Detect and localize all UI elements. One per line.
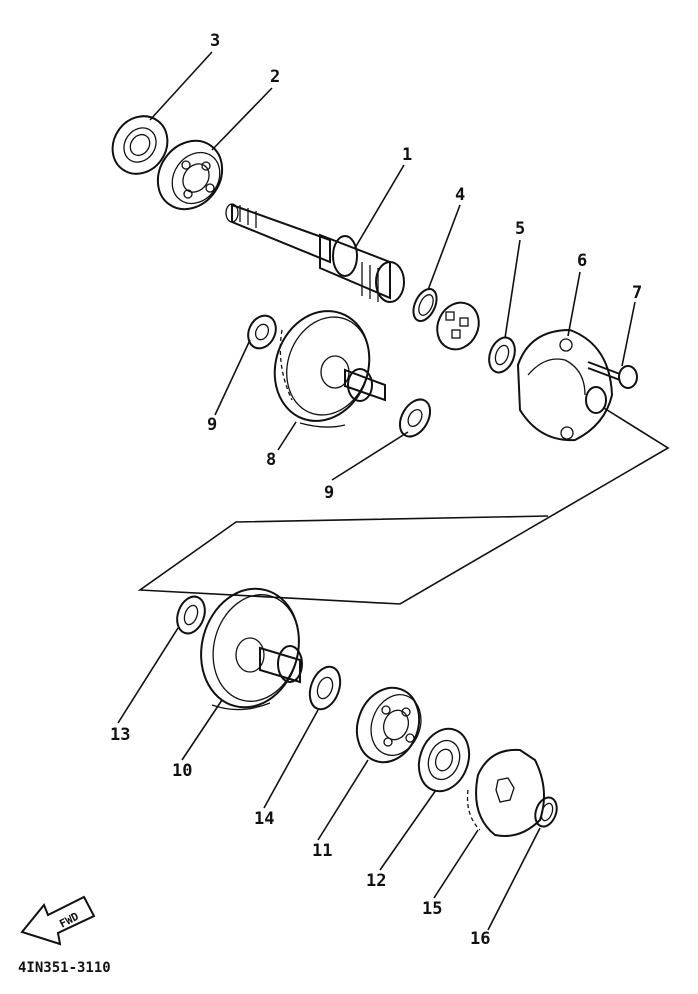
label-14: 14 bbox=[254, 809, 274, 829]
label-1: 1 bbox=[402, 145, 412, 165]
fwd-arrow-icon: FWD bbox=[20, 895, 96, 946]
part-8-idler-gear bbox=[273, 310, 386, 428]
part-2-bearing bbox=[156, 139, 224, 211]
label-8: 8 bbox=[266, 450, 276, 470]
label-16: 16 bbox=[470, 929, 490, 949]
part-10-output-gear bbox=[200, 587, 303, 711]
ratchet-gear bbox=[436, 301, 480, 351]
part-3-oil-seal bbox=[111, 115, 169, 175]
assembly-link-line bbox=[137, 407, 670, 605]
label-3: 3 bbox=[210, 31, 220, 51]
leader-lines bbox=[117, 51, 636, 931]
part-9-washer-upper bbox=[247, 314, 277, 350]
label-9-lower: 9 bbox=[324, 483, 334, 503]
label-4: 4 bbox=[455, 185, 465, 205]
label-11: 11 bbox=[312, 841, 332, 861]
part-4-circlip bbox=[412, 288, 438, 322]
fwd-badge-text: FWD bbox=[57, 910, 81, 931]
label-15: 15 bbox=[422, 899, 442, 919]
label-6: 6 bbox=[577, 251, 587, 271]
part-9-washer-lower bbox=[398, 398, 432, 438]
part-13-washer bbox=[176, 595, 206, 635]
part-11-bearing bbox=[355, 686, 422, 764]
part-12-oil-seal bbox=[417, 727, 471, 793]
part-7-bolt bbox=[587, 361, 638, 389]
part-6-housing-cover bbox=[516, 328, 614, 442]
part-number-labels: 3 2 1 4 5 6 7 9 8 9 13 10 14 11 12 15 16 bbox=[110, 31, 642, 949]
label-2: 2 bbox=[270, 67, 280, 87]
label-12: 12 bbox=[366, 871, 386, 891]
part-15-lock-plate bbox=[466, 748, 545, 837]
label-13: 13 bbox=[110, 725, 130, 745]
part-1-main-shaft bbox=[225, 203, 405, 303]
label-10: 10 bbox=[172, 761, 192, 781]
part-16-circlip bbox=[534, 796, 558, 828]
drawing-code: 4IN351-3110 bbox=[18, 960, 111, 976]
label-5: 5 bbox=[515, 219, 525, 239]
label-7: 7 bbox=[632, 283, 642, 303]
part-5-washer bbox=[488, 336, 516, 374]
label-9-upper: 9 bbox=[207, 415, 217, 435]
part-14-washer bbox=[308, 665, 342, 711]
